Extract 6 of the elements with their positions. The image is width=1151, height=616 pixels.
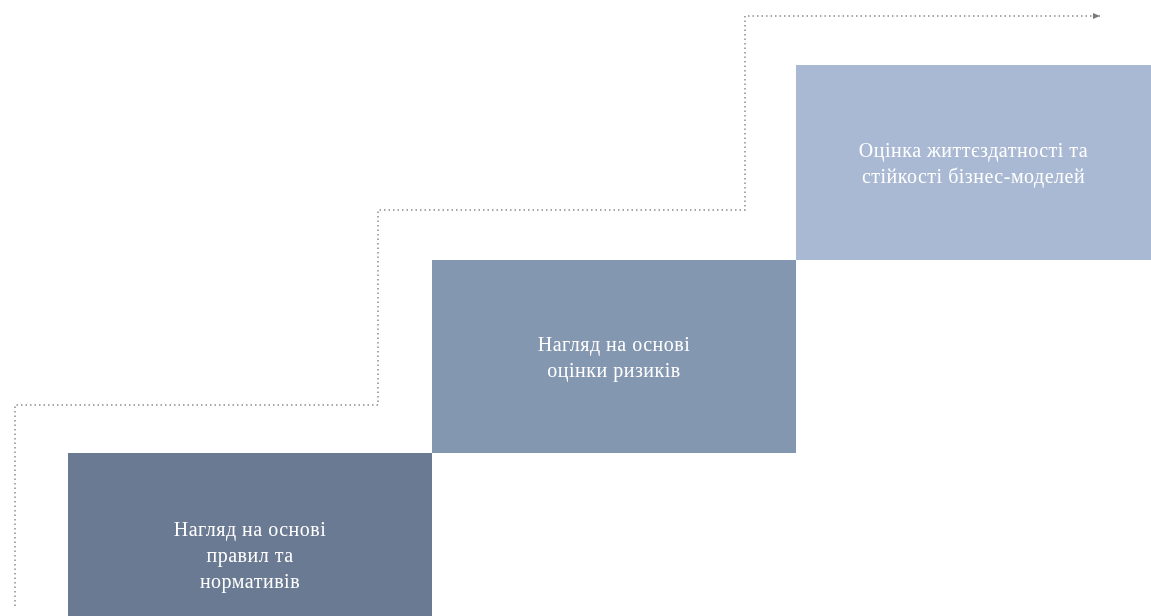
step-box <box>796 65 1151 260</box>
step-box <box>68 453 432 616</box>
step-label: Оцінка життєздатності та стійкості бізнес-моделей <box>857 137 1090 189</box>
step-label: Нагляд на основі оцінки ризиків <box>536 331 692 383</box>
step-box <box>432 260 796 453</box>
step-label: Нагляд на основі правил та нормативів <box>172 516 328 594</box>
